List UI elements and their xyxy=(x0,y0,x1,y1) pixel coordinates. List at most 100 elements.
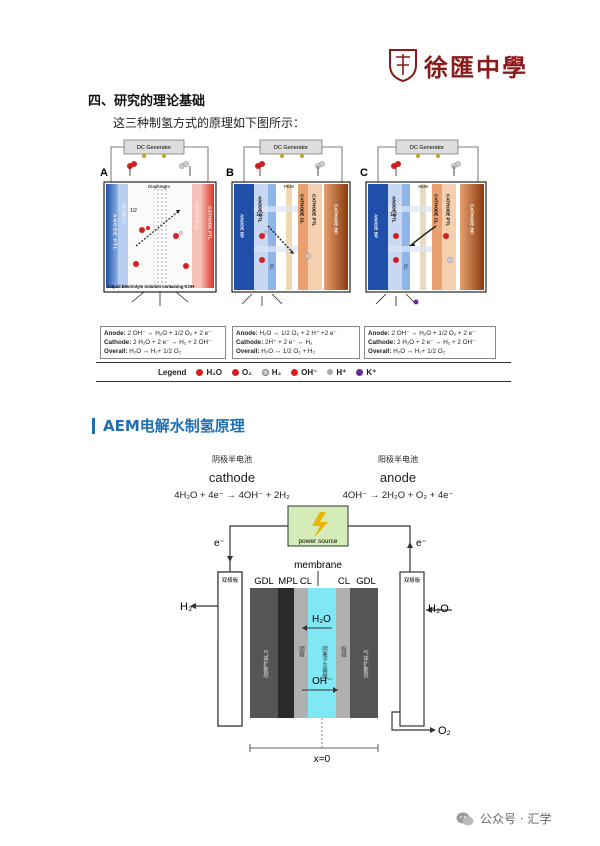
legend-item-h-plus: H⁺ xyxy=(327,368,346,377)
layer-mpl: MPL xyxy=(278,576,298,587)
cathode-half-cell-label: 阴极半电池 xyxy=(212,454,252,464)
panel-b-pem-label: PEM xyxy=(284,184,294,189)
svg-text:ANODE PTL: ANODE PTL xyxy=(392,196,397,223)
panel-b-pem xyxy=(286,184,292,290)
svg-text:CATHODE BP: CATHODE BP xyxy=(470,204,475,234)
school-logo: 徐匯中學 xyxy=(388,44,538,86)
panel-a-electrolyte-label: Liquid Electrolyte Solution containing K… xyxy=(108,284,194,289)
panel-b-cl-label: CL xyxy=(270,264,275,270)
h2-out-label: H₂ xyxy=(180,601,192,613)
molecule-icon xyxy=(259,233,265,239)
panel-a-terminal-icon xyxy=(162,154,166,158)
power-source-label: power source xyxy=(298,538,337,545)
panel-a-anode-cl xyxy=(118,184,128,288)
layer-cl-left: CL xyxy=(300,576,312,587)
mpl-left xyxy=(278,588,294,718)
molecule-icon xyxy=(178,230,183,235)
bipolar-left-label: 双极板 xyxy=(222,576,239,584)
lightning-icon xyxy=(312,512,328,538)
panel-b-cathode-ptl-label: CATHODE PTL xyxy=(312,194,317,227)
aem-electrolysis-diagram: 阴极半电池 cathode 4H₂O + 4e⁻ → 4OH⁻ + 2H₂ 阳极… xyxy=(174,454,454,765)
panel-a-terminal-icon xyxy=(142,154,146,158)
panel-b: B DC Generator PEM ANODE BP ANODE PTL CL… xyxy=(226,139,351,306)
legend-item-h2o: H₂O xyxy=(196,368,222,377)
panel-b-letter: B xyxy=(226,167,234,179)
membrane-label: membrane xyxy=(294,560,342,571)
legend-item-k-plus: K⁺ xyxy=(356,368,376,377)
section-heading: 四、研究的理论基础 xyxy=(88,94,206,109)
panel-a-cathode-cl-label: CATHODE CL xyxy=(195,202,200,231)
cl-right xyxy=(336,588,350,718)
molecule-icon xyxy=(133,261,139,267)
cathode-vertical: 阴极 xyxy=(298,645,305,659)
o2-icon xyxy=(232,368,240,376)
gdl-left-vertical: 气体扩散层 xyxy=(262,649,269,679)
h2-icon xyxy=(261,368,269,376)
panel-c-aem-label: AEM xyxy=(418,184,428,189)
molecule-icon xyxy=(146,226,150,230)
anode-half-cell-label: 阳极半电池 xyxy=(378,454,418,464)
e-right-label: e⁻ xyxy=(416,538,427,549)
panel-b-cathode-bp-label: CATHODE BP xyxy=(334,204,339,234)
panel-a: A DC Generator Diaphragm ANODE PTL ANODE… xyxy=(100,139,217,306)
cl-left xyxy=(294,588,308,718)
wechat-icon xyxy=(456,812,474,825)
bipolar-plate-right xyxy=(399,571,425,727)
anode-vertical: 阳极 xyxy=(340,645,347,659)
electrolysis-comparison-figure: A DC Generator Diaphragm ANODE PTL ANODE… xyxy=(100,139,487,306)
panel-b-anode-bp-label: ANODE BP xyxy=(240,214,245,238)
panel-a-equations: Anode: 2 OH⁻ ↔ H₂O + 1/2 O₂ + 2 e⁻ Catho… xyxy=(100,326,226,359)
legend-title: Legend xyxy=(158,367,187,377)
molecule-icon xyxy=(139,227,145,233)
anode-label: anode xyxy=(380,470,416,485)
panel-a-diaphragm-label: Diaphragm xyxy=(148,184,170,189)
layer-gdl-left: GDL xyxy=(254,576,274,587)
aem-section-title: AEM电解水制氢原理 xyxy=(92,418,245,434)
svg-text:CATHODE PTL: CATHODE PTL xyxy=(446,194,451,227)
panel-a-anode-cl-label: ANODE CL xyxy=(122,202,127,226)
watermark-text: 公众号 · 汇学 xyxy=(480,812,552,826)
layer-cl-right: CL xyxy=(338,576,350,587)
intro-paragraph: 这三种制氢方式的原理如下图所示： xyxy=(113,116,306,130)
membrane-vertical: 阴离子交换膜 xyxy=(321,645,328,681)
gdl-right xyxy=(350,588,378,718)
panel-c-letter: C xyxy=(360,167,368,179)
panel-c-equations: Anode: 2 OH⁻ ↔ H₂O + 1/2 O₂ + 2 e⁻ Catho… xyxy=(364,326,496,359)
panel-b-anode-ptl-label: ANODE PTL xyxy=(258,196,263,223)
legend-item-o2: O₂ xyxy=(232,368,252,377)
legend-item-h2: H₂ xyxy=(261,368,281,377)
svg-text:1/2: 1/2 xyxy=(256,212,263,218)
panel-a-cathode-label: CATHODE PTL xyxy=(207,206,213,240)
panel-a-letter: A xyxy=(100,167,108,179)
panel-b-equations: Anode: H₂O ↔ 1/2 O₂ + 2 H⁺ +2 e⁻ Cathode… xyxy=(232,326,360,359)
oh-mid-label: OH⁻ xyxy=(312,676,332,687)
h2o-icon xyxy=(196,368,204,376)
crest-icon xyxy=(389,49,417,83)
gdl-right-vertical: 气体扩散层 xyxy=(362,649,369,679)
legend-item-oh: OH⁻ xyxy=(291,368,317,377)
o2-out-label: O₂ xyxy=(438,725,451,737)
panel-c: C DC Generator AEM ANODE BP ANODE PTL CL… xyxy=(360,139,487,306)
molecule-icon xyxy=(173,233,179,239)
k-ion-icon xyxy=(413,299,419,305)
molecule-icon xyxy=(183,263,189,269)
molecule-icon xyxy=(259,257,265,263)
watermark: 公众号 · 汇学 xyxy=(456,810,551,827)
gdl-left xyxy=(250,588,278,718)
oh-icon xyxy=(291,368,299,376)
panel-b-dc-label: DC Generator xyxy=(274,145,308,151)
h-plus-icon xyxy=(327,369,334,375)
svg-text:ANODE BP: ANODE BP xyxy=(374,214,379,238)
panel-b-cathode-cl-label: CATHODE CL xyxy=(300,194,305,224)
panel-c-aem xyxy=(420,184,426,290)
cathode-equation: 4H₂O + 4e⁻ → 4OH⁻ + 2H₂ xyxy=(174,490,290,501)
svg-text:CL: CL xyxy=(404,264,409,270)
panel-a-anode-label: ANODE PTL xyxy=(112,214,118,251)
anode-equation: 4OH⁻ → 2H₂O + O₂ + 4e⁻ xyxy=(343,490,454,501)
bipolar-right-label: 双极板 xyxy=(404,576,421,584)
panel-a-anode-ptl xyxy=(106,184,118,288)
panel-a-half: 1/2 xyxy=(130,208,137,214)
svg-text:CATHODE CL: CATHODE CL xyxy=(434,194,439,224)
layer-gdl-right: GDL xyxy=(356,576,376,587)
panel-b-cathode-bp xyxy=(324,184,348,290)
